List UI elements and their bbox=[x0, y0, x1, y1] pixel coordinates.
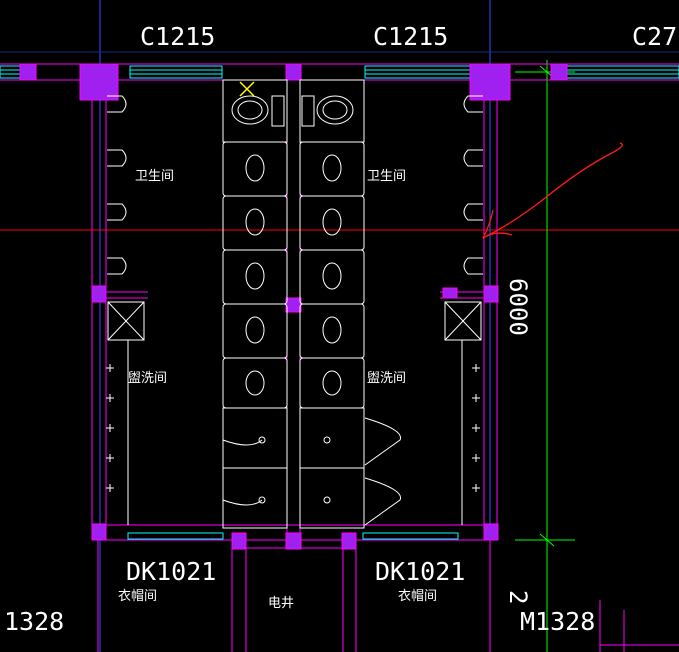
room-label-wash-left: 盥洗间 bbox=[128, 371, 167, 386]
window-left bbox=[129, 65, 223, 79]
door-label-far-left: 1328 bbox=[4, 607, 64, 636]
red-annotation-arrow bbox=[482, 142, 623, 239]
door-label-far-right: M1328 bbox=[520, 607, 595, 636]
column-bottom-c bbox=[341, 532, 357, 550]
cursor-cross-marker bbox=[239, 81, 255, 97]
column-far-left bbox=[19, 63, 37, 81]
urinals bbox=[107, 95, 483, 275]
room-label-toilet-right: 卫生间 bbox=[367, 169, 406, 184]
room-label-cloak-right: 衣帽间 bbox=[398, 588, 437, 604]
window-bottom-right bbox=[362, 532, 459, 540]
mop-basins bbox=[107, 301, 482, 525]
column-left-corner bbox=[79, 63, 119, 101]
room-label-shaft: 电井 bbox=[268, 596, 294, 611]
column-left-mid bbox=[91, 285, 107, 303]
column-right-mid-small bbox=[442, 287, 458, 299]
room-label-wash-right: 盥洗间 bbox=[367, 371, 406, 386]
door-label-right: DK1021 bbox=[375, 557, 465, 586]
room-label-cloak-left: 衣帽间 bbox=[118, 588, 157, 604]
window-label-top-left: C1215 bbox=[140, 22, 215, 51]
column-right-mid bbox=[483, 285, 499, 303]
dimension-vertical-6000: 6000 bbox=[504, 278, 532, 336]
green-dim-slash-bottom bbox=[539, 533, 555, 547]
toilet-stalls bbox=[222, 79, 402, 529]
column-right-top bbox=[550, 63, 568, 81]
wall-ticks bbox=[106, 364, 480, 492]
dimension-bottom-partial: 2 bbox=[504, 590, 532, 604]
column-right-bottom bbox=[483, 523, 499, 541]
column-left-bottom bbox=[91, 523, 107, 541]
column-bottom-b bbox=[285, 532, 302, 550]
columns bbox=[19, 63, 568, 550]
column-center-top bbox=[285, 63, 302, 81]
door-label-left: DK1021 bbox=[126, 557, 216, 586]
room-label-toilet-left: 卫生间 bbox=[135, 169, 174, 184]
column-bottom-a bbox=[231, 532, 247, 550]
column-right-corner bbox=[469, 63, 511, 101]
window-label-top-center: C1215 bbox=[373, 22, 448, 51]
window-bottom-left bbox=[127, 532, 224, 540]
column-center-mid bbox=[285, 297, 302, 313]
window-label-top-right: C27 bbox=[632, 22, 677, 51]
